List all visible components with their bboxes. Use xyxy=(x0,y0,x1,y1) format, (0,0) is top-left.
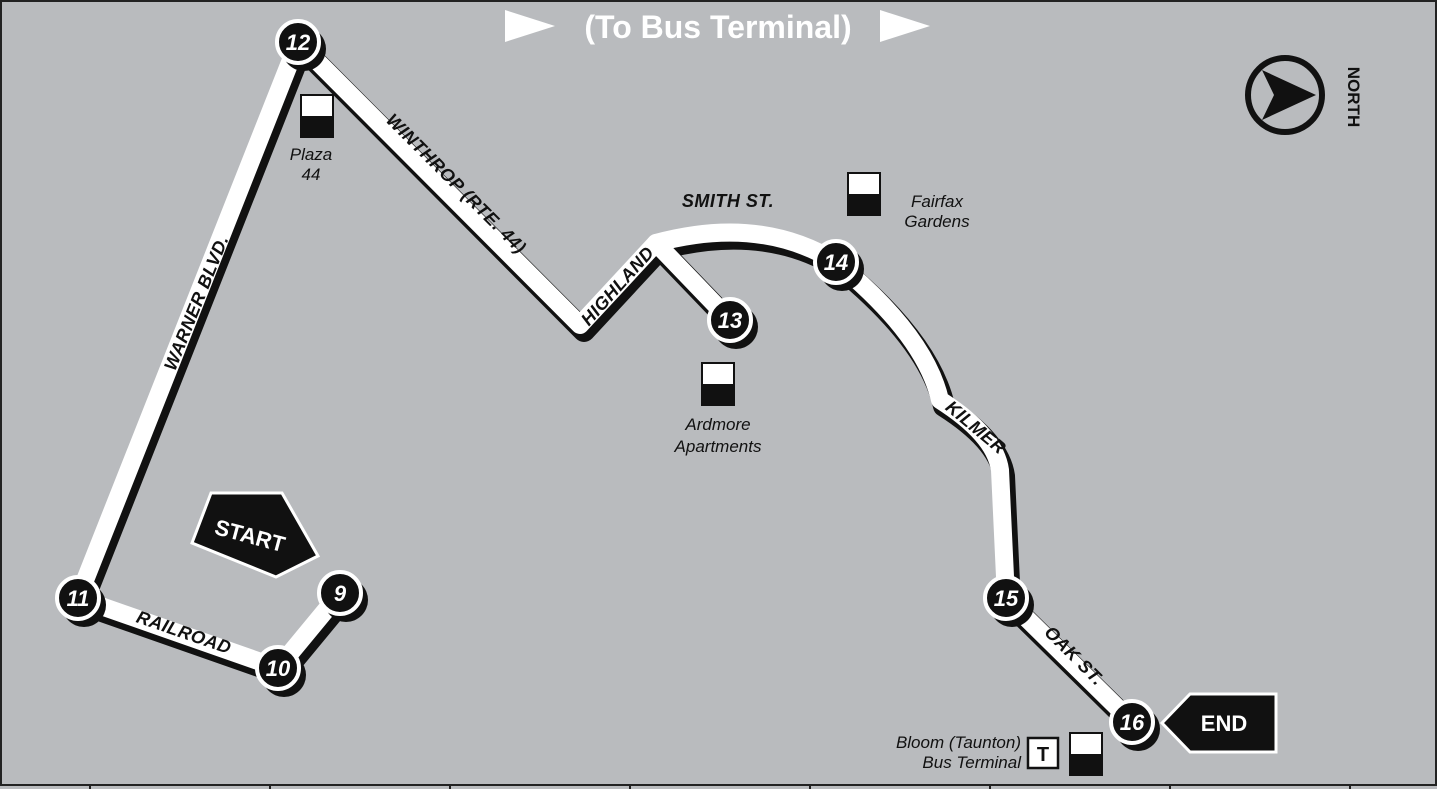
stop-14-label: 14 xyxy=(824,250,848,275)
north-arrow-icon xyxy=(1262,70,1316,120)
stop-15: 15 xyxy=(983,575,1034,627)
building-icon xyxy=(701,362,735,406)
compass-icon xyxy=(1245,55,1325,135)
place-fairfax-line1: Fairfax xyxy=(911,192,963,211)
banner-text: (To Bus Terminal) xyxy=(584,9,851,45)
stop-16-label: 16 xyxy=(1120,710,1145,735)
stop-11: 11 xyxy=(55,575,106,627)
stop-16: 16 xyxy=(1109,699,1160,751)
place-ardmore-line1: Ardmore xyxy=(684,415,750,434)
building-icon xyxy=(300,94,334,138)
stop-13-label: 13 xyxy=(718,308,742,333)
stop-12-label: 12 xyxy=(286,30,311,55)
place-plaza-line2: 44 xyxy=(302,165,321,184)
place-ardmore-line2: Apartments xyxy=(674,437,762,456)
compass: NORTH xyxy=(1245,55,1363,135)
road-label-smith: SMITH ST. xyxy=(682,191,774,211)
place-terminal-line2: Bus Terminal xyxy=(922,753,1022,772)
terminal-symbol: T xyxy=(1037,744,1049,766)
bottom-tick-strip xyxy=(0,784,1437,789)
direction-banner: (To Bus Terminal) xyxy=(505,9,930,45)
building-icon xyxy=(847,172,881,216)
building-icon xyxy=(1069,732,1103,776)
stop-10: 10 xyxy=(255,645,306,697)
stop-14: 14 xyxy=(813,239,864,291)
terminal-icon: T xyxy=(1026,736,1060,770)
route-segment-east xyxy=(647,223,1141,731)
stop-9-label: 9 xyxy=(334,581,347,606)
place-fairfax-line2: Gardens xyxy=(904,212,970,231)
compass-label: NORTH xyxy=(1344,67,1363,127)
arrow-right-icon xyxy=(505,10,555,42)
stop-13: 13 xyxy=(707,297,758,349)
stop-12: 12 xyxy=(275,19,326,71)
end-marker: END xyxy=(1159,692,1278,754)
end-label: END xyxy=(1201,711,1247,736)
place-plaza-line1: Plaza xyxy=(290,145,333,164)
arrow-right-icon xyxy=(880,10,930,42)
stop-9: 9 xyxy=(317,570,368,622)
place-terminal-line1: Bloom (Taunton) xyxy=(896,733,1021,752)
stop-11-label: 11 xyxy=(67,586,90,611)
start-marker: START xyxy=(190,491,321,579)
stop-10-label: 10 xyxy=(266,656,291,681)
stop-15-label: 15 xyxy=(994,586,1019,611)
